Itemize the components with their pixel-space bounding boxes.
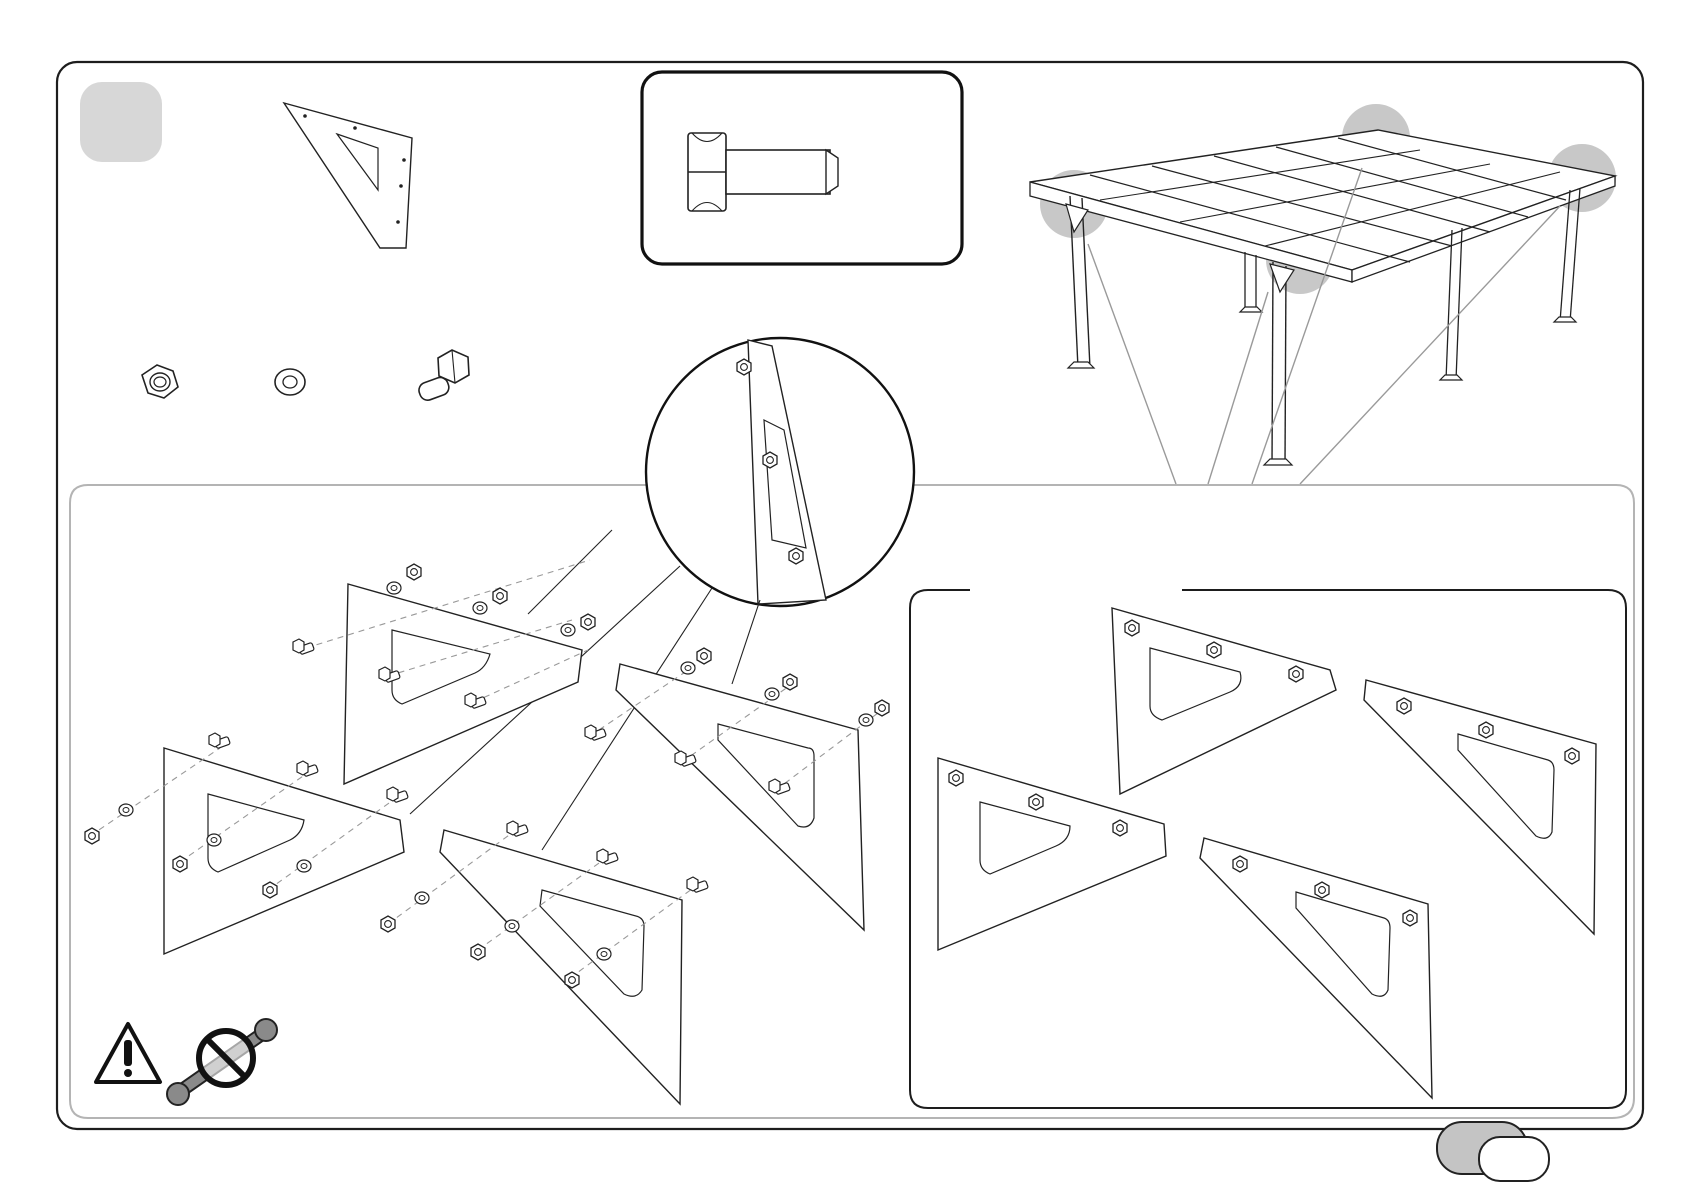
page-number [1480, 1138, 1548, 1180]
bolt-detail-callout [642, 72, 962, 264]
bracket-plate-part [284, 103, 412, 248]
step-number-badge [80, 82, 162, 162]
warning-triangle-icon [96, 1024, 160, 1082]
step-number [80, 82, 162, 162]
washer-part [275, 369, 305, 395]
exploded-bracket-4 [381, 821, 708, 1104]
page-number-tab [1478, 1136, 1550, 1182]
hex-bolt-part [417, 350, 469, 402]
assembled-bracket-4 [1200, 838, 1432, 1098]
exploded-bracket-1 [293, 560, 595, 784]
no-power-tool-icon [167, 1019, 277, 1105]
assembled-bracket-1 [1112, 608, 1336, 794]
carport-overview [1030, 104, 1616, 484]
hex-nut-part [142, 365, 178, 398]
